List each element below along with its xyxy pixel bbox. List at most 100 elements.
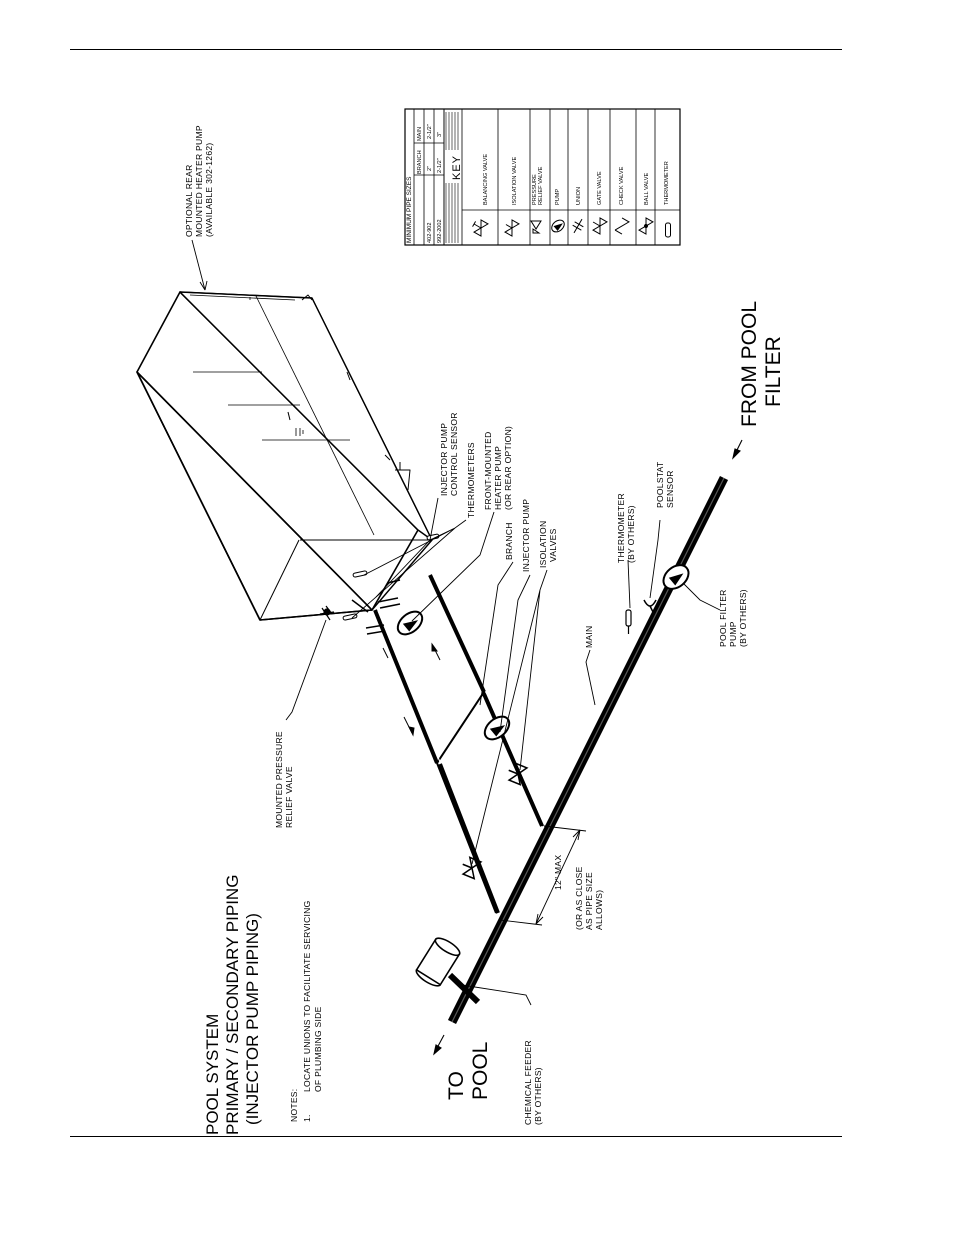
branch-text: BRANCH — [504, 522, 514, 560]
mounted-relief-line-2: RELIEF VALVE — [284, 766, 294, 828]
key-item-pump: PUMP — [555, 189, 561, 205]
check-valve-icon — [614, 217, 630, 235]
flow-arrows-main — [433, 439, 743, 1056]
relief-valve-icon — [530, 220, 542, 234]
label-branch: BRANCH — [504, 522, 514, 560]
key-col-branch: BRANCH — [417, 150, 423, 174]
key-item-gate-valve: GATE VALVE — [597, 171, 603, 205]
chemical-feeder-line-1: CHEMICAL FEEDER — [523, 1040, 533, 1125]
label-injector-pump: INJECTOR PUMP — [521, 499, 531, 572]
key-item-check-valve: CHECK VALVE — [619, 166, 625, 205]
key-row-2-model: 992-2002 — [437, 219, 443, 243]
label-main: MAIN — [584, 626, 594, 648]
branch-valve-upper — [507, 762, 529, 786]
unit-thermometers — [342, 533, 440, 621]
label-isolation-valves: ISOLATION VALVES — [538, 521, 558, 568]
key-item-union: UNION — [576, 187, 582, 205]
label-pool-filter-pump: POOL FILTER PUMP (BY OTHERS) — [718, 589, 748, 647]
or-as-close-line-2: AS PIPE SIZE — [584, 872, 594, 930]
optional-rear-line-1: OPTIONAL REAR — [184, 164, 194, 237]
label-poolstat: POOLSTAT SENSOR — [655, 462, 675, 508]
isolation-valve-icon — [504, 219, 520, 237]
to-pool-line-1: TO — [445, 1071, 468, 1100]
front-mounted-line-1: FRONT-MOUNTED — [483, 431, 493, 510]
dimension-12-max — [499, 825, 587, 926]
key-item-balancing-valve: BALANCING VALVE — [483, 154, 489, 205]
thermometer-others-line-2: (BY OTHERS) — [626, 505, 636, 563]
optional-rear-line-2: MOUNTED HEATER PUMP — [194, 125, 204, 237]
thermometer-others-line-1: THERMOMETER — [616, 493, 626, 563]
main-text: MAIN — [584, 626, 594, 648]
key-item-relief-valve-line-2: RELIEF VALVE — [538, 166, 544, 205]
key-col-main: MAIN — [417, 127, 423, 141]
notes-line-2: OF PLUMBING SIDE — [313, 1006, 323, 1092]
label-thermometers: THERMOMETERS — [466, 442, 476, 518]
title-line-2: PRIMARY / SECONDARY PIPING — [223, 875, 242, 1135]
notes-block: NOTES: 1. LOCATE UNIONS TO FACILITATE SE… — [289, 900, 323, 1122]
label-optional-rear: OPTIONAL REAR MOUNTED HEATER PUMP (AVAIL… — [184, 125, 214, 237]
to-pool-line-2: POOL — [469, 1042, 492, 1100]
balancing-valve-icon — [472, 219, 489, 237]
ball-valve-icon — [638, 217, 654, 235]
twelve-max-text: 12" MAX — [553, 855, 563, 890]
chemical-feeder — [415, 937, 481, 1005]
key-label: KEY — [451, 155, 463, 180]
key-table: MINIMUM PIPE SIZES BRANCH MAIN 402-902 2… — [404, 108, 681, 246]
title-line-3: (INJECTOR PUMP PIPING) — [243, 913, 262, 1125]
from-pool-filter-line-1: FROM POOL — [738, 301, 761, 427]
key-item-isolation-valve: ISOLATION VALVE — [512, 157, 518, 205]
label-thermometer-others: THERMOMETER (BY OTHERS) — [616, 493, 636, 563]
key-table-title: MINIMUM PIPE SIZES — [406, 176, 413, 243]
notes-number: 1. — [302, 1114, 312, 1122]
injector-pump-text: INJECTOR PUMP — [521, 499, 531, 572]
key-row-1-main: 2-1/2" — [427, 124, 433, 139]
chemical-feeder-line-2: (BY OTHERS) — [533, 1067, 543, 1125]
leader-lines — [191, 239, 721, 1006]
main-pipe-highlight — [451, 477, 725, 1023]
notes-heading: NOTES: — [289, 1089, 299, 1122]
pool-filter-pump-line-1: POOL FILTER — [718, 589, 728, 647]
isolation-valves-line-1: ISOLATION — [538, 521, 548, 568]
or-as-close-line-3: ALLOWS) — [594, 890, 604, 930]
label-to-pool: TO POOL — [445, 1042, 492, 1100]
label-from-pool-filter: FROM POOL FILTER — [738, 301, 785, 427]
or-as-close-line-1: (OR AS CLOSE — [574, 866, 584, 930]
relief-valve — [319, 605, 335, 621]
optional-rear-line-3: (AVAILABLE 302-1262) — [204, 142, 214, 237]
mounted-relief-line-1: MOUNTED PRESSURE — [274, 731, 284, 828]
thermometer-icon — [665, 222, 671, 238]
key-item-thermometer: THERMOMETER — [664, 161, 670, 205]
top-rule — [70, 49, 842, 50]
notes-line-1: LOCATE UNIONS TO FACILITATE SERVICING — [302, 900, 312, 1092]
pool-filter-pump-line-3: (BY OTHERS) — [738, 589, 748, 647]
diagram-title: POOL SYSTEM PRIMARY / SECONDARY PIPING (… — [203, 875, 262, 1135]
pool-filter-pump-line-2: PUMP — [728, 621, 738, 647]
union-icon — [572, 218, 584, 234]
pool-filter-pump — [662, 564, 690, 590]
label-front-mounted: FRONT-MOUNTED HEATER PUMP (OR REAR OPTIO… — [483, 426, 513, 510]
key-item-ball-valve: BALL VALVE — [644, 172, 650, 205]
pump-icon — [551, 219, 565, 233]
bottom-rule — [70, 1136, 842, 1137]
label-mounted-relief: MOUNTED PRESSURE RELIEF VALVE — [274, 731, 294, 828]
label-or-as-close: (OR AS CLOSE AS PIPE SIZE ALLOWS) — [574, 866, 604, 930]
poolstat-line-1: POOLSTAT — [655, 462, 665, 508]
heater-unit — [136, 291, 433, 621]
title-line-1: POOL SYSTEM — [203, 1014, 222, 1135]
key-item-relief-valve-line-1: PRESSURE — [532, 174, 538, 205]
label-chemical-feeder: CHEMICAL FEEDER (BY OTHERS) — [523, 1040, 543, 1125]
key-row-2-branch: 2-1/2" — [437, 158, 443, 173]
key-row-1-branch: 2" — [427, 166, 433, 171]
gate-valve-icon — [592, 217, 608, 235]
poolstat-sensor — [643, 599, 657, 613]
key-row-1-model: 402-902 — [427, 222, 433, 243]
isolation-valves-line-2: VALVES — [548, 528, 558, 562]
main-thermometer — [625, 609, 632, 634]
thermometers-text: THERMOMETERS — [466, 442, 476, 518]
key-row-2-main: 3" — [437, 132, 443, 137]
injector-control-line-2: CONTROL SENSOR — [449, 412, 459, 496]
label-injector-control: INJECTOR PUMP CONTROL SENSOR — [439, 412, 459, 496]
flow-arrows-branch — [382, 642, 441, 737]
label-twelve-max: 12" MAX — [553, 855, 563, 890]
